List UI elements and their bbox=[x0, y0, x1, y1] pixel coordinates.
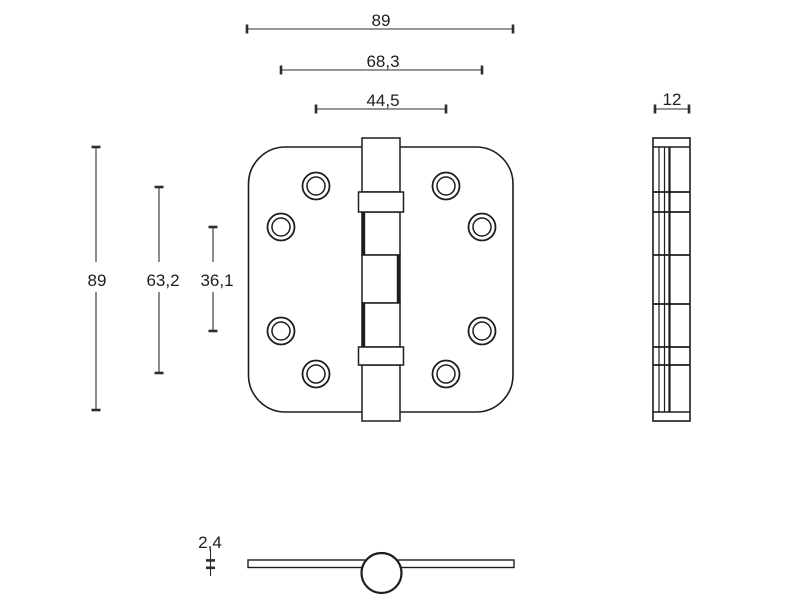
dim-leaf-thickness-label: 2,4 bbox=[198, 533, 222, 552]
dim-overall-width: 89 bbox=[245, 11, 515, 34]
dim-overall-width-label: 89 bbox=[372, 11, 391, 30]
dim-leaf-thickness: 2,4 bbox=[198, 533, 222, 576]
knuckle-segment-lower bbox=[361, 302, 401, 348]
knuckle-bottom-cap bbox=[361, 364, 401, 422]
screw-hole bbox=[431, 171, 461, 201]
bottom-view-knuckle-circle bbox=[360, 551, 403, 595]
side-view bbox=[652, 137, 691, 422]
dim-inner-holes-width: 44,5 bbox=[314, 91, 448, 114]
screw-hole bbox=[266, 212, 296, 242]
screw-hole bbox=[467, 212, 497, 242]
dim-outer-holes-height: 63,2 bbox=[146, 185, 180, 375]
side-knuckle-dividers bbox=[653, 191, 690, 366]
dim-knuckle-depth-label: 12 bbox=[663, 90, 682, 109]
dim-overall-height-label: 89 bbox=[88, 271, 107, 290]
knuckle-top-cap bbox=[361, 137, 401, 193]
screw-hole bbox=[467, 316, 497, 346]
front-view bbox=[247, 137, 514, 422]
dim-outer-holes-width-label: 68,3 bbox=[366, 52, 399, 71]
screw-holes bbox=[266, 171, 497, 389]
screw-hole bbox=[266, 316, 296, 346]
dim-knuckle-depth: 12 bbox=[653, 90, 691, 114]
screw-hole bbox=[301, 359, 331, 389]
knuckle-segment-middle bbox=[361, 254, 401, 304]
knuckle-segment-upper bbox=[361, 211, 401, 256]
dim-inner-holes-width-label: 44,5 bbox=[366, 91, 399, 110]
dim-outer-holes-height-label: 63,2 bbox=[146, 271, 179, 290]
bearing-ring-lower bbox=[357, 346, 405, 366]
dim-inner-holes-height-label: 36,1 bbox=[200, 271, 233, 290]
screw-hole bbox=[431, 359, 461, 389]
screw-hole bbox=[301, 171, 331, 201]
dim-inner-holes-height: 36,1 bbox=[200, 225, 234, 333]
dim-overall-height: 89 bbox=[88, 145, 107, 412]
dim-outer-holes-width: 68,3 bbox=[279, 52, 484, 75]
bearing-ring-upper bbox=[357, 191, 405, 213]
knuckle-column bbox=[357, 137, 405, 422]
bottom-view bbox=[247, 551, 515, 595]
